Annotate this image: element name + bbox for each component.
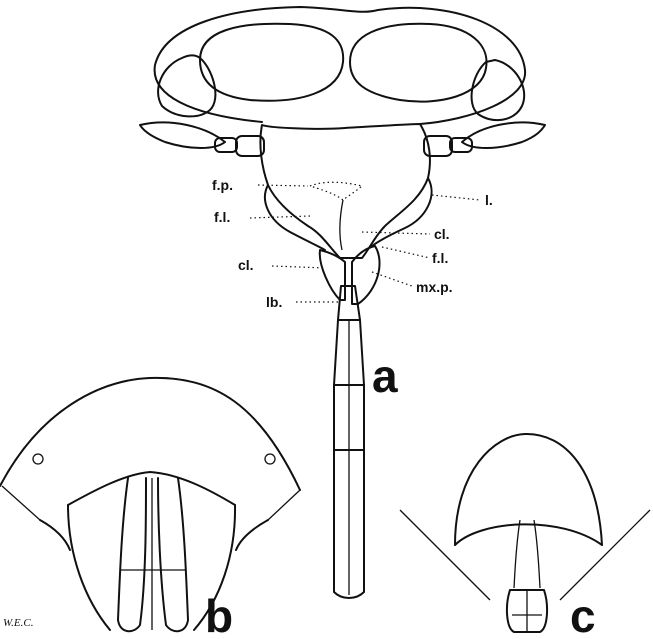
b-stylet-left (118, 478, 146, 631)
leader-cl-left (272, 266, 326, 268)
b-lorum-left (68, 505, 110, 630)
panel-label-a: a (372, 350, 398, 402)
head-capsule (155, 7, 526, 124)
leader-fl-left (250, 216, 310, 218)
b-side-left (2, 486, 40, 520)
leader-fp (258, 185, 308, 186)
antenna-left (140, 122, 225, 148)
label-l: l. (485, 192, 493, 208)
label-lb: lb. (266, 294, 282, 310)
eye-right (350, 24, 487, 102)
c-stylet-groove (514, 520, 540, 588)
label-fl-left: f.l. (214, 209, 230, 225)
label-cl-left: cl. (238, 257, 254, 273)
b-ocellus-right (265, 454, 275, 464)
panel-a-drawing (140, 7, 545, 598)
leader-fl-right (382, 247, 430, 258)
label-cl-right: cl. (434, 226, 450, 242)
c-head-outline (455, 434, 602, 545)
b-ocellus-left (33, 454, 43, 464)
clypeus-line (340, 200, 343, 250)
panel-c-drawing (400, 434, 650, 632)
panel-b-drawing (0, 378, 300, 631)
leader-l (432, 195, 480, 200)
b-stylet-right (158, 478, 188, 631)
antenna-right (462, 122, 545, 148)
label-fl-right: f.l. (432, 250, 448, 266)
b-genae-left (40, 520, 70, 550)
c-side-right (560, 510, 650, 600)
b-head-outline (0, 378, 300, 490)
frons (260, 124, 430, 258)
panel-label-c: c (570, 590, 596, 639)
c-beak-divider (512, 590, 542, 632)
b-genae-right (236, 520, 268, 550)
lateral-lobe-left (158, 55, 215, 116)
label-fp: f.p. (212, 177, 233, 193)
artist-signature: W.E.C. (3, 617, 33, 629)
frontal-pit (310, 182, 362, 200)
c-clypeus-arc (455, 524, 602, 545)
labium-base (338, 286, 360, 320)
label-mxp: mx.p. (416, 279, 453, 295)
c-side-left (400, 510, 490, 600)
panel-label-b: b (205, 590, 233, 639)
b-side-right (268, 490, 300, 520)
eye-left (200, 24, 343, 101)
